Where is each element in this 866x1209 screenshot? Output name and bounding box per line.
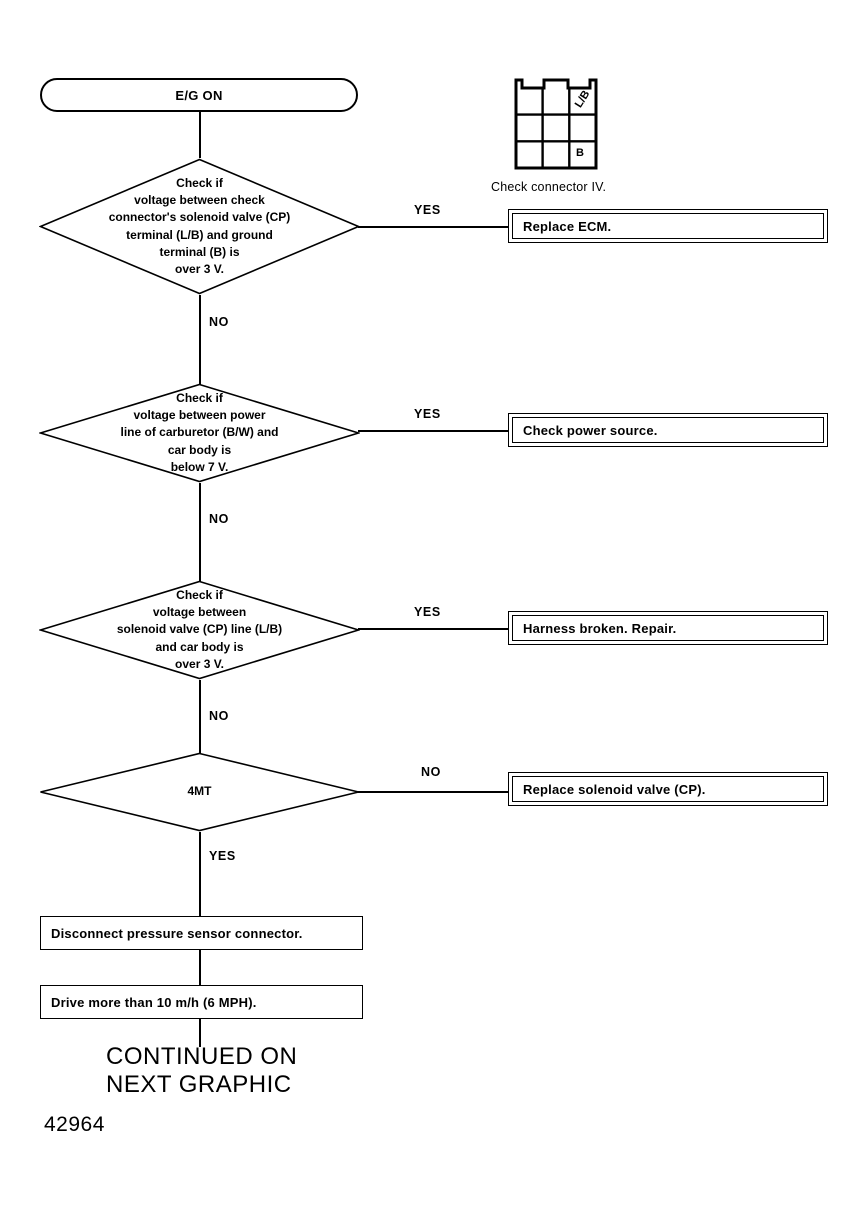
branch-label-decision-4-yes: YES: [209, 849, 236, 863]
decision-voltage-solenoid-valve-line: Check if voltage between solenoid valve …: [39, 580, 360, 680]
connector-decision-2-no: [199, 483, 201, 583]
decision-diamond-shape: [40, 752, 359, 832]
branch-label-decision-2-no: NO: [209, 512, 229, 526]
action-replace-ecm-inner: Replace ECM.: [512, 213, 824, 239]
start-terminator-label: E/G ON: [175, 87, 223, 103]
action-check-power-source-inner: Check power source.: [512, 417, 824, 443]
start-terminator: E/G ON: [40, 78, 358, 112]
pin-label-b: B: [576, 147, 584, 159]
branch-label-decision-1-yes: YES: [414, 203, 441, 217]
decision-voltage-carburetor-power-line: Check if voltage between power line of c…: [39, 383, 360, 483]
decision-diamond-shape: [39, 580, 360, 680]
action-replace-solenoid-valve-inner: Replace solenoid valve (CP).: [512, 776, 824, 802]
decision-diamond-shape: [39, 158, 360, 295]
branch-label-decision-3-no: NO: [209, 709, 229, 723]
branch-label-decision-2-yes: YES: [414, 407, 441, 421]
decision-diamond-shape: [39, 383, 360, 483]
action-harness-broken-repair-label: Harness broken. Repair.: [523, 620, 677, 636]
action-check-power-source[interactable]: Check power source.: [508, 413, 828, 447]
connector-start-to-decision-1: [199, 112, 201, 158]
connector-process-1-to-process-2: [199, 950, 201, 985]
action-replace-solenoid-valve-label: Replace solenoid valve (CP).: [523, 781, 706, 797]
connector-process-2-to-continued: [199, 1019, 201, 1047]
connector-illustration-caption: Check connector IV.: [491, 180, 607, 194]
connector-decision-2-yes: [358, 430, 508, 432]
connector-decision-4-no: [358, 791, 508, 793]
action-replace-solenoid-valve[interactable]: Replace solenoid valve (CP).: [508, 772, 828, 806]
decision-4mt: 4MT: [39, 752, 360, 832]
process-disconnect-pressure-sensor[interactable]: Disconnect pressure sensor connector.: [40, 916, 363, 950]
action-harness-broken-repair-inner: Harness broken. Repair.: [512, 615, 824, 641]
action-check-power-source-label: Check power source.: [523, 422, 658, 438]
continued-on-next-graphic: CONTINUED ON NEXT GRAPHIC: [106, 1043, 298, 1098]
connector-decision-3-no: [199, 680, 201, 760]
branch-label-decision-1-no: NO: [209, 315, 229, 329]
connector-decision-1-no: [199, 295, 201, 390]
process-drive-more-than-10mh-label: Drive more than 10 m/h (6 MPH).: [51, 994, 257, 1010]
process-disconnect-pressure-sensor-label: Disconnect pressure sensor connector.: [51, 925, 303, 941]
action-replace-ecm[interactable]: Replace ECM.: [508, 209, 828, 243]
connector-illustration: L/B B: [510, 72, 610, 172]
connector-decision-3-yes: [358, 628, 508, 630]
connector-decision-1-yes: [358, 226, 508, 228]
connector-pinout-icon: [514, 78, 598, 170]
action-replace-ecm-label: Replace ECM.: [523, 218, 612, 234]
branch-label-decision-3-yes: YES: [414, 605, 441, 619]
process-drive-more-than-10mh[interactable]: Drive more than 10 m/h (6 MPH).: [40, 985, 363, 1019]
action-harness-broken-repair[interactable]: Harness broken. Repair.: [508, 611, 828, 645]
branch-label-decision-4-no: NO: [421, 765, 441, 779]
connector-decision-4-yes: [199, 832, 201, 916]
figure-number: 42964: [44, 1113, 105, 1136]
decision-voltage-check-connector: Check if voltage between check connector…: [39, 158, 360, 295]
